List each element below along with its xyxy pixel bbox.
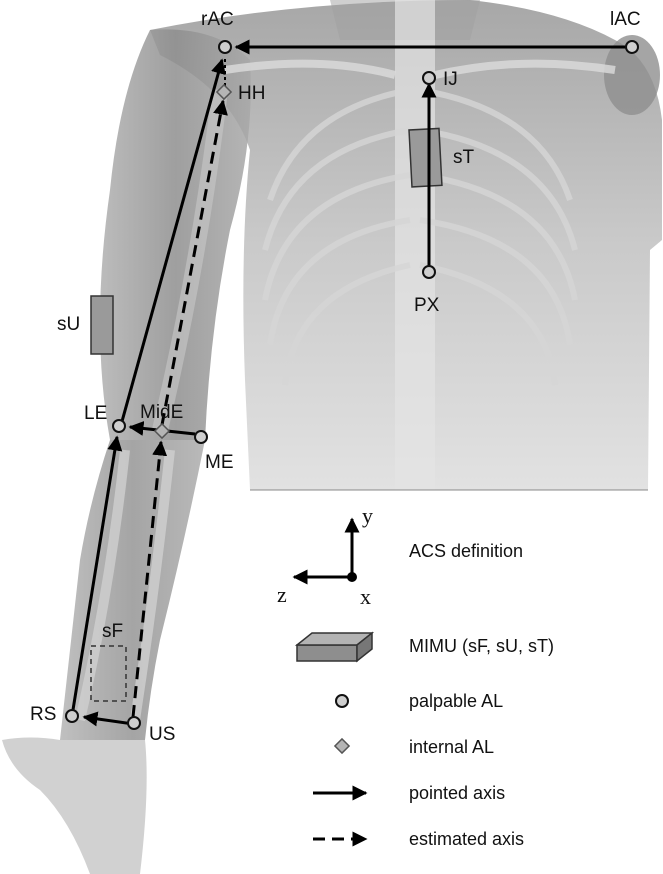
- label-HH: HH: [238, 83, 265, 104]
- acs-x-axis-dot: [347, 572, 357, 582]
- label-IJ: IJ: [443, 69, 458, 90]
- label-sT: sT: [453, 147, 475, 168]
- clavicle-right: [224, 59, 397, 79]
- marker-RS: [65, 709, 79, 723]
- label-sU: sU: [57, 314, 80, 335]
- internal-icon: [333, 737, 351, 755]
- left-shoulder-shape: [604, 35, 660, 115]
- label-sF: sF: [102, 621, 123, 642]
- marker-rAC: [218, 40, 232, 54]
- legend-palpable: palpable AL: [409, 691, 503, 711]
- legend-pointed: pointed axis: [409, 783, 505, 803]
- landmark-labels: rAC lAC IJ PX HH LE MidE ME RS US: [30, 9, 641, 745]
- label-PX: PX: [414, 295, 440, 316]
- axis-us-mide: [131, 440, 168, 718]
- marker-IJ: [422, 71, 436, 85]
- label-lAC: lAC: [610, 9, 641, 30]
- legend-estimated: estimated axis: [409, 829, 524, 849]
- sensors: [90, 127, 443, 702]
- radius-bone: [75, 449, 130, 722]
- marker-ME: [194, 430, 208, 444]
- legend: MIMU (sF, sU, sT) palpable AL internal A…: [294, 631, 554, 849]
- marker-lAC: [625, 40, 639, 54]
- legend-mimu: MIMU (sF, sU, sT): [409, 636, 554, 656]
- label-MidE: MidE: [140, 402, 183, 423]
- axis-us-rs: [82, 711, 134, 727]
- label-ME: ME: [205, 452, 234, 473]
- anatomical-axes: [70, 39, 632, 727]
- sensor-sU: [90, 295, 114, 355]
- label-US: US: [149, 724, 175, 745]
- ribcage: [262, 87, 578, 386]
- legend-internal: internal AL: [409, 737, 494, 757]
- acs-x-label: x: [360, 584, 371, 609]
- marker-US: [127, 716, 141, 730]
- axis-mide-hh: [160, 99, 228, 426]
- label-RS: RS: [30, 704, 56, 725]
- mimu-box-icon: [294, 631, 375, 663]
- marker-MidE: [153, 422, 171, 440]
- acs-y-label: y: [362, 503, 373, 528]
- acs-title: ACS definition: [409, 541, 523, 561]
- acs-triad: y z x ACS definition: [277, 503, 523, 609]
- landmarks: [65, 40, 639, 730]
- marker-HH: [215, 83, 233, 101]
- axis-le-rac: [119, 58, 226, 426]
- label-rAC: rAC: [201, 9, 234, 30]
- marker-PX: [422, 265, 436, 279]
- sensor-labels: sT sU sF: [57, 147, 475, 642]
- hand-shape: [2, 737, 147, 874]
- marker-LE: [112, 419, 126, 433]
- palpable-icon: [335, 694, 349, 708]
- clavicle-left: [434, 59, 616, 79]
- sensor-sT: [408, 127, 443, 188]
- label-LE: LE: [84, 403, 107, 424]
- ulna-bone: [130, 449, 175, 721]
- acs-z-label: z: [277, 582, 287, 607]
- axis-rs-le: [70, 435, 123, 717]
